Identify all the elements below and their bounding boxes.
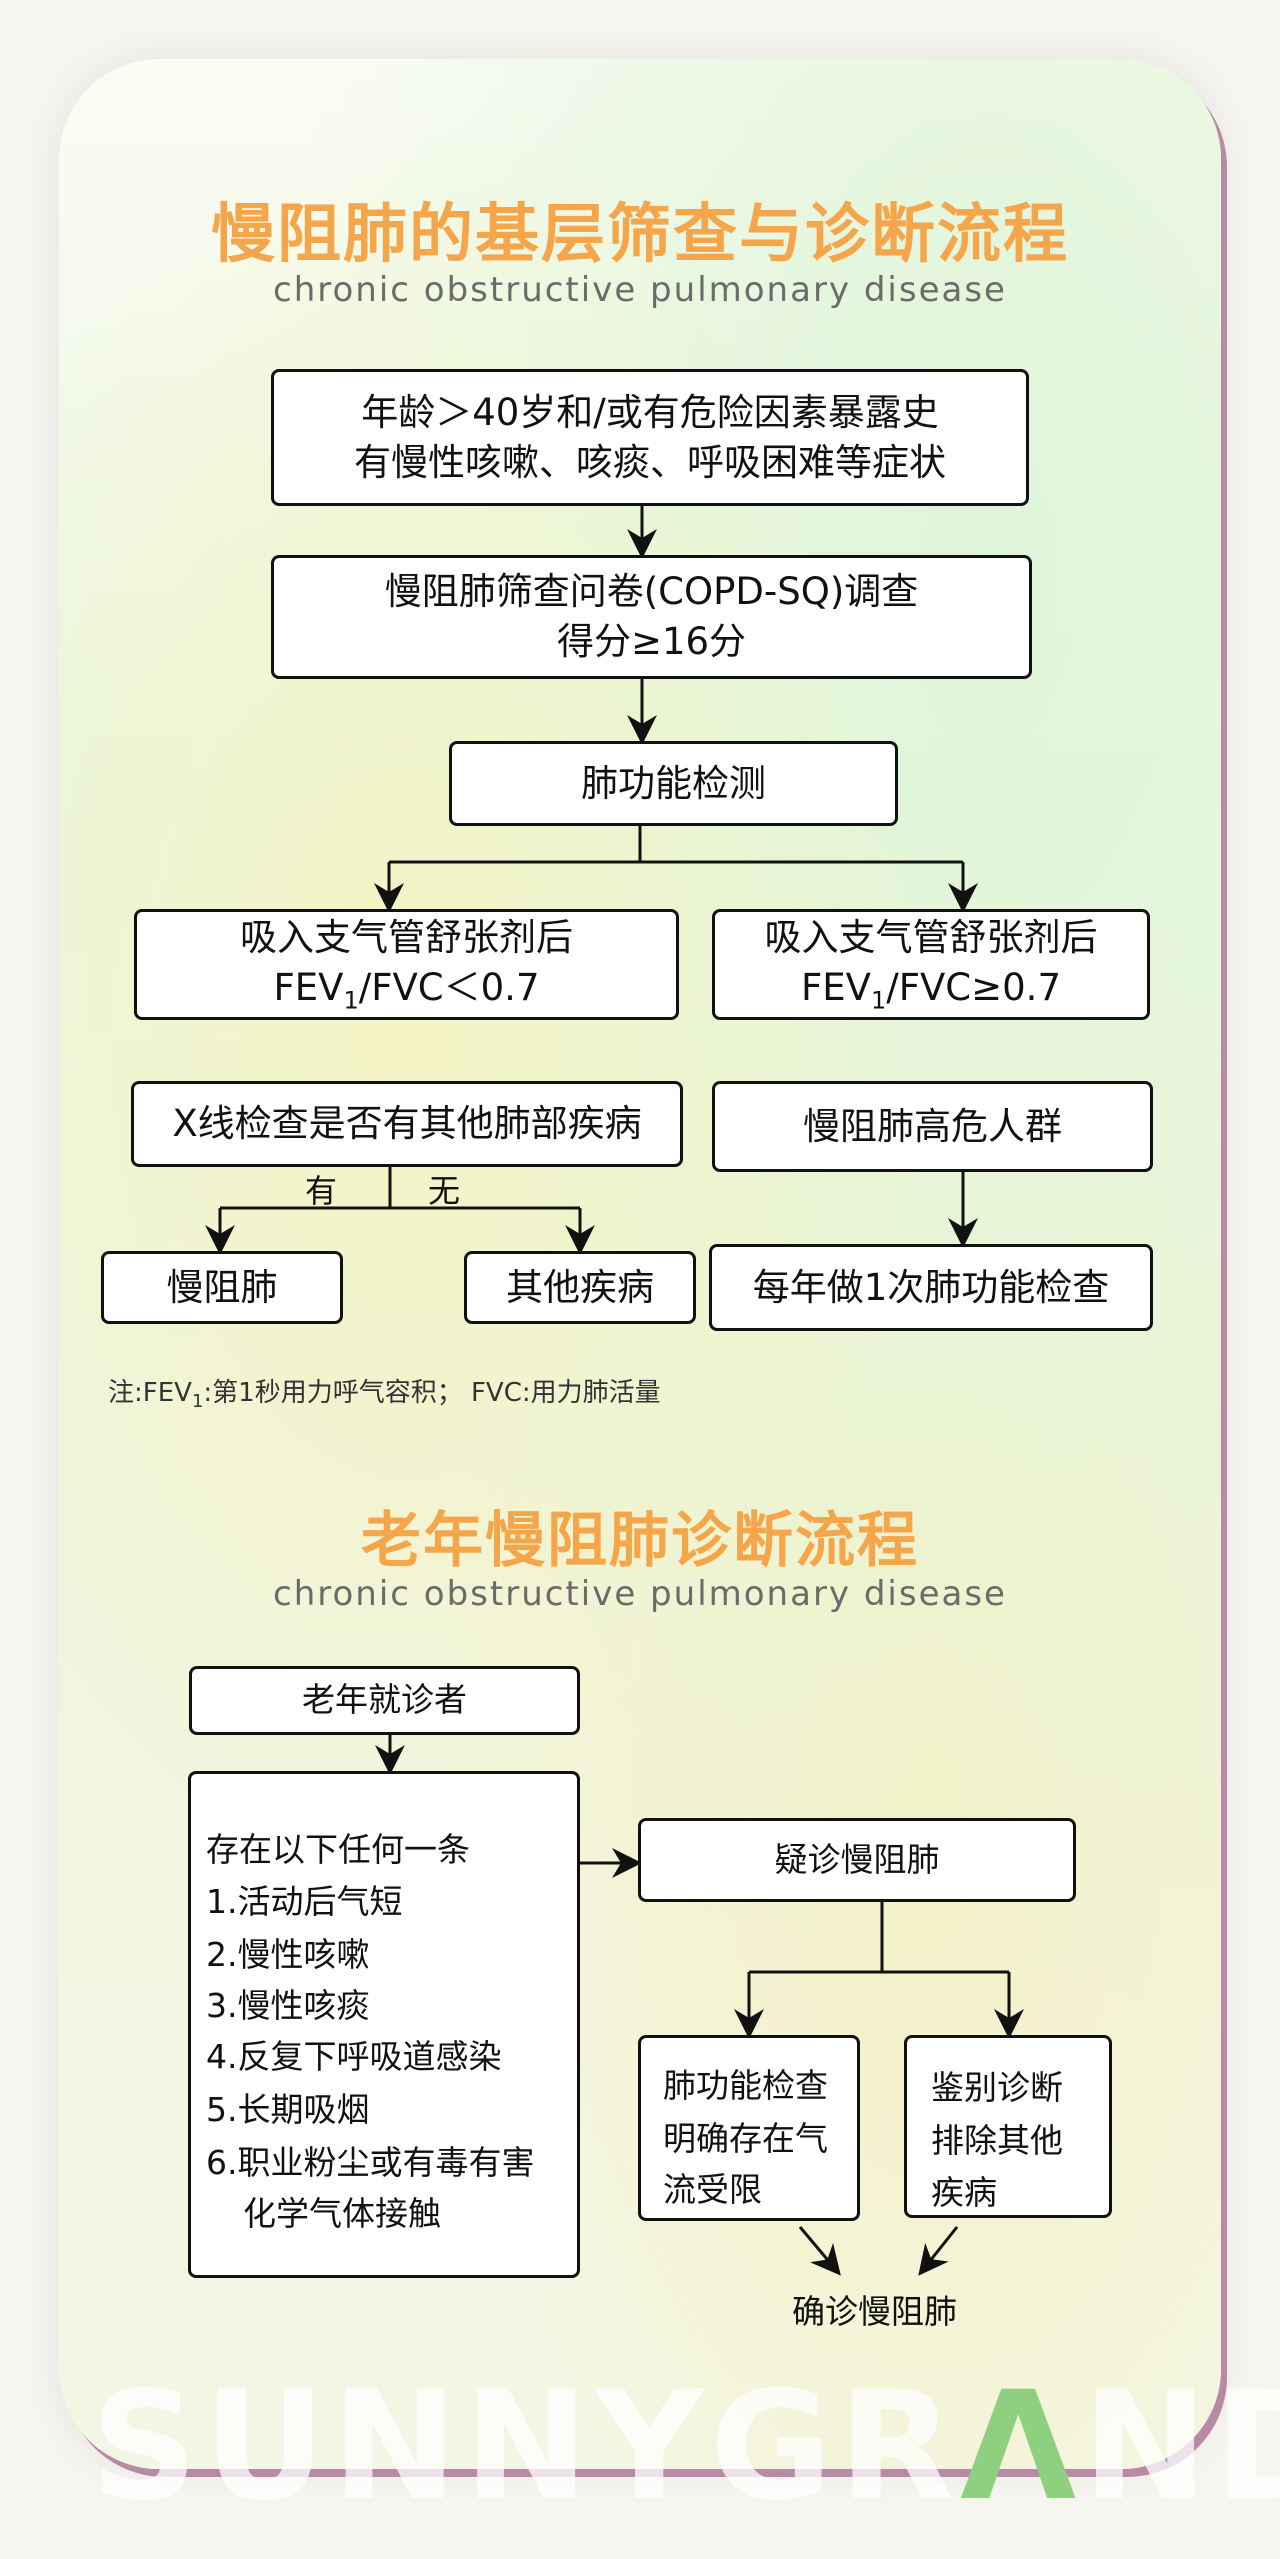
label-yes: 有	[305, 1172, 338, 1210]
watermark-text: SUNNYGR	[90, 2360, 961, 2534]
copd-label: 慢阻肺	[166, 1265, 278, 1309]
fev-subscript: 1	[870, 985, 887, 1014]
confirmed-copd: 确诊慢阻肺	[792, 2292, 957, 2331]
annual-check-label: 每年做1次肺功能检查	[752, 1265, 1110, 1309]
box-other-disease: 其他疾病	[464, 1251, 696, 1324]
criteria-item: 2.慢性咳嗽	[206, 1935, 370, 1974]
box-suspected-copd: 疑诊慢阻肺	[638, 1818, 1076, 1902]
suspect-label: 疑诊慢阻肺	[774, 1839, 940, 1879]
risk-line-1: 年龄＞40岁和/或有危险因素暴露史	[361, 390, 939, 434]
box-differential-diagnosis	[904, 2035, 1112, 2218]
differential-line: 排除其他	[931, 2121, 1063, 2160]
left-line-1: 吸入支气管舒张剂后	[240, 915, 573, 959]
note-subscript: 1	[191, 1391, 204, 1413]
fev-subscript: 1	[343, 985, 359, 1014]
watermark-text-end: ND	[1082, 2360, 1280, 2534]
lung-function-line: 肺功能检查	[663, 2066, 828, 2105]
section2-title: 老年慢阻肺诊断流程	[361, 1506, 919, 1576]
ratio-text: /FVC≥0.7	[886, 965, 1061, 1009]
section1-title: 慢阻肺的基层筛查与诊断流程	[211, 198, 1069, 272]
criteria-item: 4.反复下呼吸道感染	[206, 2037, 502, 2076]
box-high-risk: 慢阻肺高危人群	[712, 1081, 1153, 1172]
box-xray: X线检查是否有其他肺部疾病	[131, 1081, 683, 1167]
note-text: :第1秒用力呼气容积； FVC:用力肺活量	[203, 1378, 661, 1408]
right-line-2: FEV1/FVC≥0.7	[801, 963, 1061, 1017]
lung-function-line: 流受限	[663, 2170, 762, 2209]
high-risk-label: 慢阻肺高危人群	[803, 1104, 1062, 1148]
box-annual-check: 每年做1次肺功能检查	[709, 1244, 1153, 1331]
watermark-accent: Λ	[960, 2360, 1083, 2534]
left-line-2: FEV1/FVC＜0.7	[273, 963, 539, 1017]
box-risk-factors: 年龄＞40岁和/或有危险因素暴露史 有慢性咳嗽、咳痰、呼吸困难等症状	[271, 369, 1029, 506]
right-line-1: 吸入支气管舒张剂后	[764, 915, 1098, 959]
lung-test-label: 肺功能检测	[581, 761, 766, 805]
questionnaire-line-1: 慢阻肺筛查问卷(COPD-SQ)调查	[384, 570, 919, 614]
box-fev-below: 吸入支气管舒张剂后 FEV1/FVC＜0.7	[134, 909, 679, 1020]
criteria-item: 3.慢性咳痰	[206, 1986, 370, 2025]
fev-text: FEV	[800, 965, 871, 1009]
box-copd: 慢阻肺	[101, 1251, 343, 1324]
box-fev-above: 吸入支气管舒张剂后 FEV1/FVC≥0.7	[712, 909, 1150, 1020]
section2-subtitle: chronic obstructive pulmonary disease	[273, 1574, 1007, 1614]
box-criteria	[188, 1771, 580, 2278]
box-lung-function-test: 肺功能检测	[449, 741, 898, 826]
lung-function-line: 明确存在气	[663, 2119, 828, 2158]
box-elderly-patient: 老年就诊者	[189, 1666, 580, 1735]
box-questionnaire: 慢阻肺筛查问卷(COPD-SQ)调查 得分≥16分	[271, 555, 1032, 679]
box-lung-function-check	[638, 2035, 860, 2221]
differential-line: 疾病	[931, 2173, 997, 2212]
elderly-label: 老年就诊者	[302, 1680, 467, 1720]
fev-text: FEV	[273, 965, 344, 1009]
note-prefix: 注:FEV	[108, 1378, 192, 1408]
criteria-item: 6.职业粉尘或有毒有害	[206, 2143, 535, 2182]
criteria-heading: 存在以下任何一条	[206, 1830, 470, 1869]
criteria-item: 1.活动后气短	[206, 1882, 403, 1921]
label-no: 无	[428, 1172, 461, 1210]
criteria-item-continued: 化学气体接触	[243, 2194, 441, 2233]
footnote: 注:FEV1:第1秒用力呼气容积； FVC:用力肺活量	[108, 1372, 661, 1412]
risk-line-2: 有慢性咳嗽、咳痰、呼吸困难等症状	[354, 440, 946, 484]
differential-line: 鉴别诊断	[931, 2068, 1063, 2107]
questionnaire-line-2: 得分≥16分	[556, 620, 747, 663]
watermark-logo: SUNNYGRΛND	[90, 2360, 1280, 2534]
xray-label: X线检查是否有其他肺部疾病	[172, 1102, 642, 1146]
ratio-text: /FVC＜0.7	[358, 965, 540, 1009]
other-disease-label: 其他疾病	[506, 1265, 654, 1309]
criteria-item: 5.长期吸烟	[206, 2090, 370, 2129]
section1-subtitle: chronic obstructive pulmonary disease	[273, 270, 1007, 310]
